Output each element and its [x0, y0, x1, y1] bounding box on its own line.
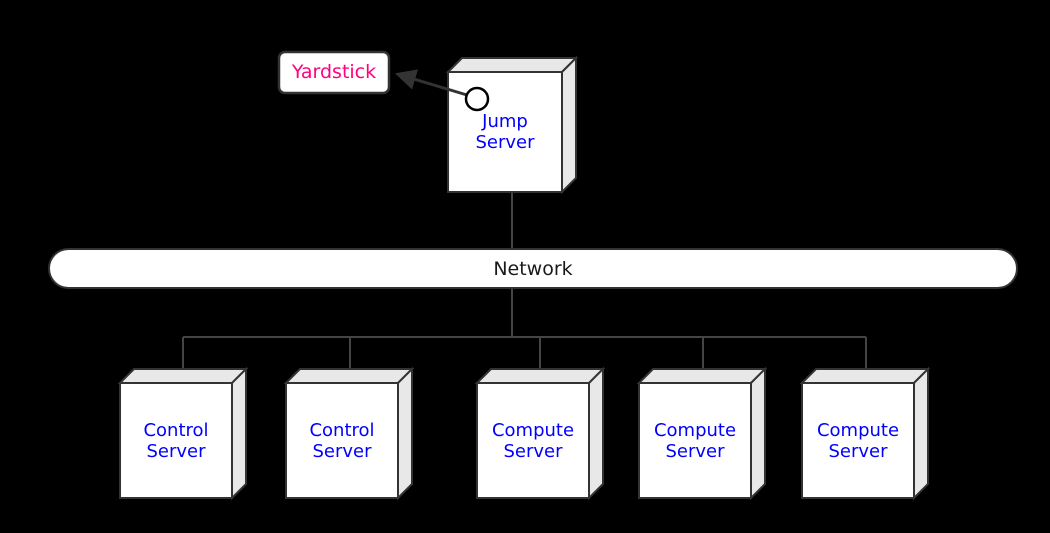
server-node-2[interactable] — [283, 366, 415, 501]
server-top-face — [636, 368, 768, 384]
server-front-face — [119, 382, 233, 499]
server-side-face — [588, 366, 604, 501]
server-node-1[interactable] — [117, 366, 249, 501]
server-front-face — [638, 382, 752, 499]
server-top-face — [799, 368, 931, 384]
server-node-5[interactable] — [799, 366, 931, 501]
connector-jumpserver-yardstick — [394, 69, 468, 97]
server-side-face — [913, 366, 929, 501]
server-top-face — [283, 368, 415, 384]
server-top-face — [117, 368, 249, 384]
jump-server-top-face — [445, 57, 579, 73]
jump-server-side-face — [561, 55, 577, 195]
yardstick-node[interactable] — [277, 50, 391, 95]
network-node[interactable] — [48, 248, 1018, 289]
server-node-4[interactable] — [636, 366, 768, 501]
server-side-face — [750, 366, 766, 501]
jump-server-front-face — [447, 71, 563, 193]
server-top-face — [474, 368, 606, 384]
server-front-face — [801, 382, 915, 499]
server-front-face — [285, 382, 399, 499]
server-side-face — [397, 366, 413, 501]
jump-server-interface-icon — [464, 86, 490, 112]
server-front-face — [476, 382, 590, 499]
server-side-face — [231, 366, 247, 501]
server-node-3[interactable] — [474, 366, 606, 501]
jump-server-node[interactable] — [445, 55, 579, 195]
